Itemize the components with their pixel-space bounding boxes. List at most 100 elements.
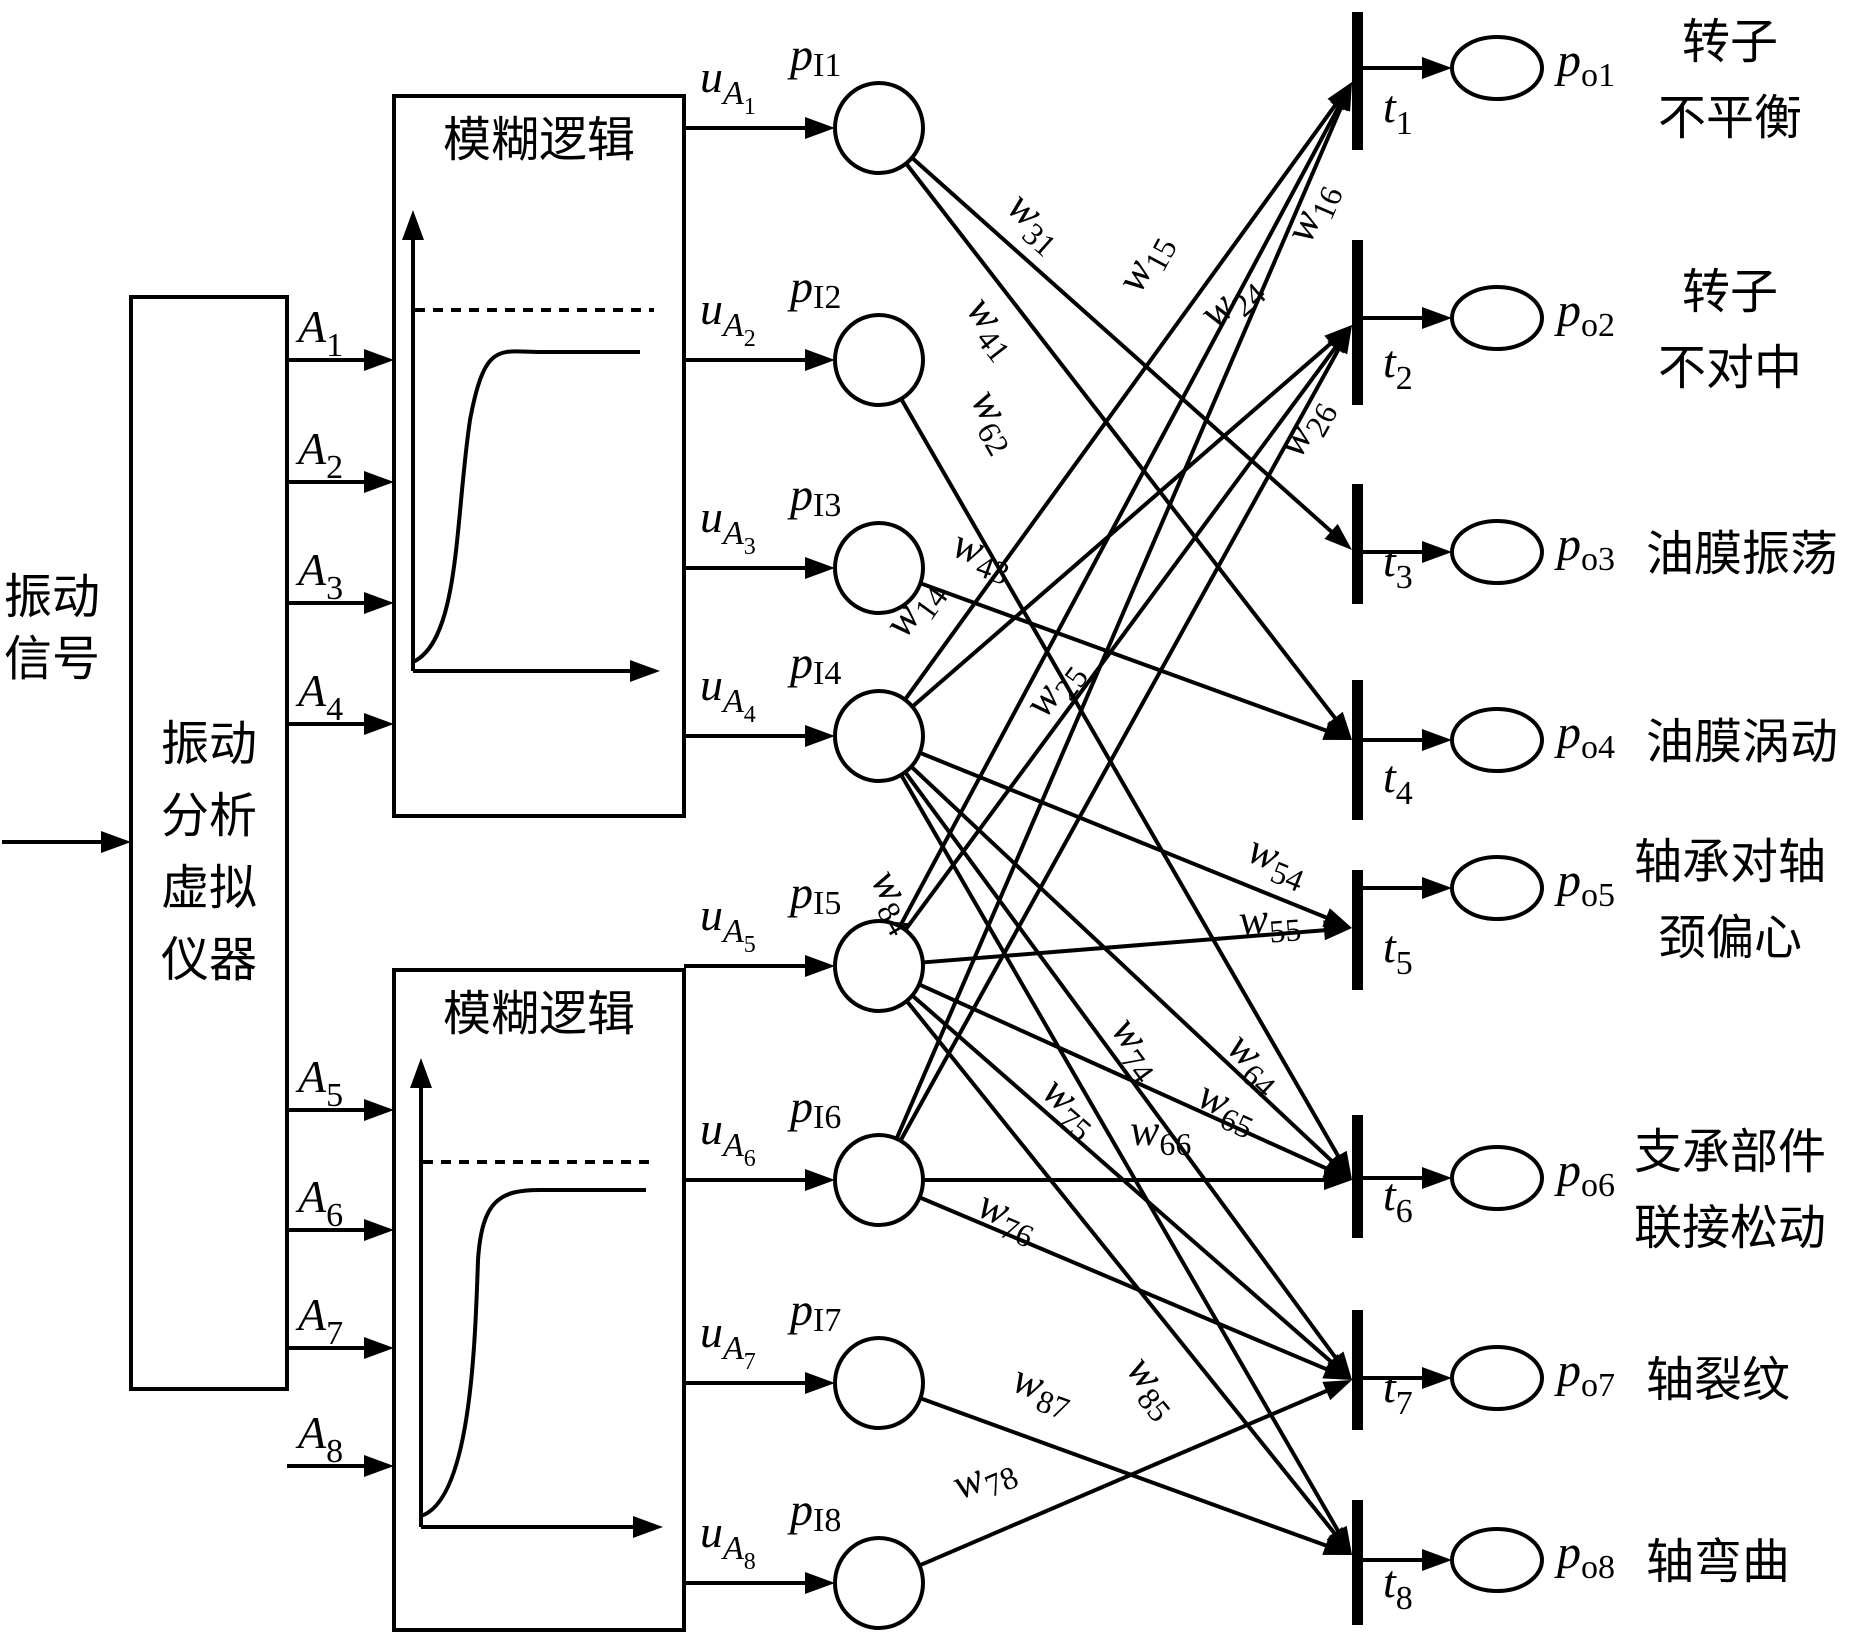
arc-arrowhead-w26 [1329,325,1352,355]
weight-label-w75: w75 [1029,1066,1112,1149]
arc-w54[interactable] [919,750,1352,928]
arc-line-w41[interactable] [904,162,1342,726]
arc-w64[interactable] [909,765,1352,1180]
arc-w87[interactable] [919,1396,1352,1555]
arc-w66[interactable] [923,1170,1352,1190]
transition-bar[interactable] [1352,1310,1363,1430]
arc-w24[interactable] [911,325,1352,709]
arc-line-w78[interactable] [918,1386,1335,1568]
transition-t6[interactable]: t6 [1352,1115,1452,1238]
arc-line-w31[interactable] [910,156,1339,539]
place-circle[interactable] [1450,1145,1544,1211]
arc-w85[interactable] [905,999,1352,1555]
place-circle[interactable] [833,1536,925,1630]
place-label-pI1-subscript: I1 [813,47,841,84]
place-circle[interactable] [833,521,925,615]
place-circle[interactable] [1450,285,1544,351]
place-label-po4-subscript: o4 [1581,729,1615,766]
membership-arrow-pI7-head [805,1372,835,1394]
place-circle[interactable] [833,1133,925,1227]
transition-t2[interactable]: t2 [1352,240,1452,405]
transition-bar[interactable] [1352,1115,1363,1238]
arc-line-w76[interactable] [918,1195,1335,1375]
place-circle[interactable] [833,1336,925,1430]
transition-bar[interactable] [1352,484,1363,604]
arc-w43[interactable] [919,581,1352,740]
transition-t5[interactable]: t5 [1352,870,1452,990]
arc-line-w24[interactable] [911,336,1339,709]
arc-arrowhead-w87 [1322,1536,1352,1555]
arc-w55[interactable] [922,920,1352,965]
arc-w14[interactable] [903,82,1352,701]
place-circle[interactable] [1450,707,1544,773]
transition-t8[interactable]: t8 [1352,1500,1452,1625]
place-circle[interactable] [833,919,925,1013]
arc-w16[interactable] [894,82,1352,1140]
arc-w31[interactable] [910,156,1352,550]
arc-w78[interactable] [918,1380,1352,1568]
place-circle[interactable] [833,689,925,783]
place-label-po5-subscript: o5 [1581,877,1615,914]
place-circle[interactable] [1450,1527,1544,1593]
arc-line-w62[interactable] [899,397,1344,1164]
arc-line-w65[interactable] [918,982,1335,1174]
transition-t3[interactable]: t3 [1352,484,1452,604]
output-arrow-t5 [1363,877,1452,899]
arc-w26[interactable] [898,325,1352,1142]
input-signal-label-line1: 振动 [4,569,100,625]
place-label-po7-subscript: o7 [1581,1367,1615,1404]
arc-line-w15[interactable] [898,98,1345,928]
arc-arrowhead-w75 [1324,1354,1352,1380]
arc-line-w74[interactable] [903,770,1342,1366]
arc-w76[interactable] [918,1195,1352,1380]
arc-line-w54[interactable] [919,750,1335,923]
signal-arrow-a5-head [364,1099,394,1121]
arc-line-w84[interactable] [899,773,1344,1539]
arc-line-w85[interactable] [905,999,1342,1541]
arc-line-w64[interactable] [909,765,1339,1168]
transition-bar[interactable] [1352,240,1363,405]
place-circle[interactable] [1450,35,1544,101]
transition-bar[interactable] [1352,680,1363,820]
signal-arrow-a8 [287,1455,394,1477]
transition-t7[interactable]: t7 [1352,1310,1452,1430]
transition-bar[interactable] [1352,12,1363,150]
arc-w41[interactable] [904,162,1352,740]
arc-line-w55[interactable] [922,927,1333,965]
transition-t4[interactable]: t4 [1352,680,1452,820]
place-label-po3-subscript: o3 [1581,541,1615,578]
place-circle[interactable] [833,313,925,407]
place-circle[interactable] [833,81,925,175]
membership-arrow-pI1 [684,117,835,139]
place-circle[interactable] [1450,855,1544,921]
arc-line-w16[interactable] [894,99,1346,1140]
place-circle[interactable] [1450,519,1544,585]
place-circle[interactable] [1450,1345,1544,1411]
weight-label-w55: w55 [1237,891,1303,952]
transition-bar[interactable] [1352,1500,1363,1625]
arc-line-w26[interactable] [898,341,1345,1142]
arc-line-w87[interactable] [919,1396,1334,1551]
arc-line-w14[interactable] [903,97,1342,701]
output-arrow-t7-head [1422,1367,1452,1389]
arc-line-w25[interactable] [903,339,1342,932]
arc-line-w43[interactable] [919,581,1334,736]
transition-t1[interactable]: t1 [1352,12,1452,150]
transition-bar[interactable] [1352,870,1363,990]
